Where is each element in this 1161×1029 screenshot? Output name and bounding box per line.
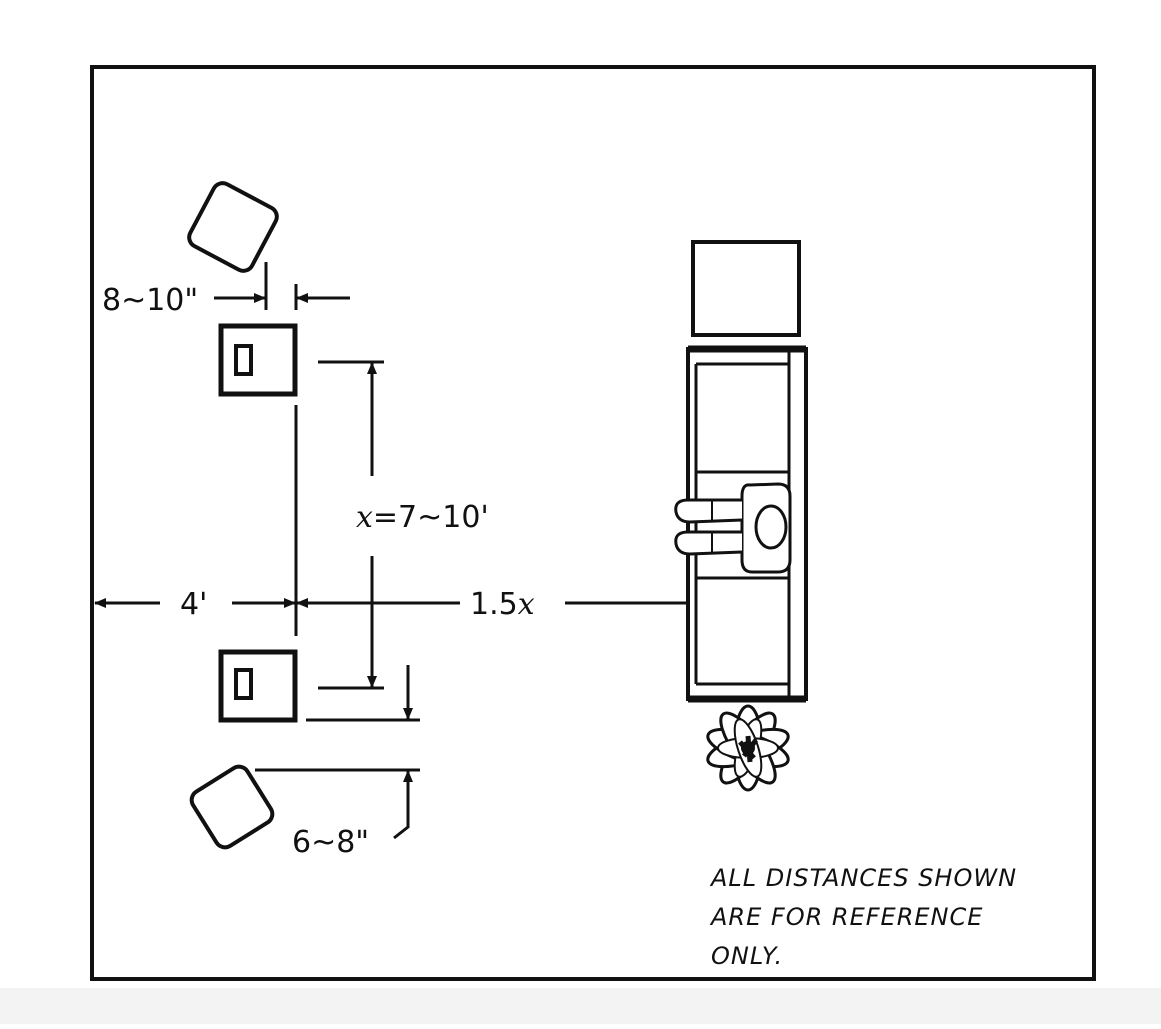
top-spacing-dimension	[214, 262, 350, 310]
side-table	[691, 240, 801, 337]
bottom-angled-box	[189, 764, 275, 850]
bottom-spacing-label: 6~8"	[292, 825, 369, 860]
note-line-1: ALL DISTANCES SHOWN	[709, 864, 1017, 892]
speaker-top	[218, 323, 298, 397]
wall-distance-label: 4'	[180, 587, 207, 622]
top-spacing-label: 8~10"	[102, 283, 198, 318]
reference-note: ALL DISTANCES SHOWN ARE FOR REFERENCE ON…	[709, 864, 1026, 970]
note-line-2: ARE FOR REFERENCE	[709, 903, 983, 931]
note-line-3: ONLY.	[711, 942, 783, 970]
bottom-spacing-dimension	[255, 665, 420, 840]
top-angled-box	[187, 181, 279, 273]
footer-bar	[0, 988, 1161, 1024]
speaker-bottom	[218, 649, 298, 723]
speaker-spacing-label: x=7~10'	[356, 500, 489, 535]
listener-person	[674, 482, 792, 574]
potted-plant	[706, 704, 790, 792]
room-outline	[90, 65, 1096, 981]
listening-distance-label: 1.5x	[470, 587, 535, 622]
speaker-spacing-dimension	[318, 360, 384, 690]
